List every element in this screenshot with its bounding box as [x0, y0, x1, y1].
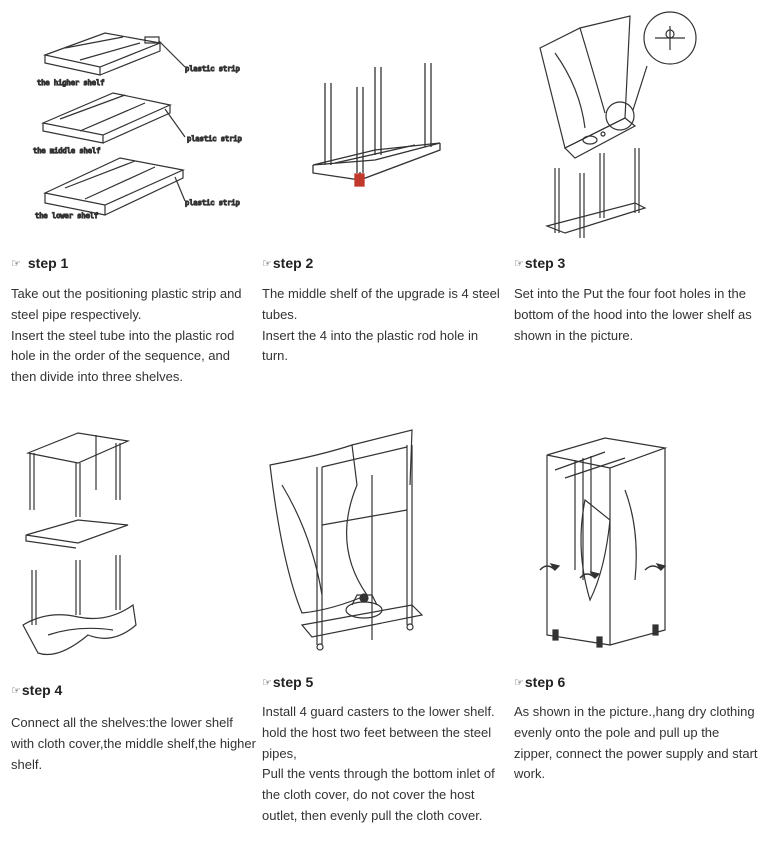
step-2-title: step 2: [272, 255, 314, 271]
step-3-title: step 3: [524, 255, 566, 271]
step-6-heading: ☞ step 6: [514, 674, 565, 690]
step-1-label-strip-2: plastic strip: [187, 135, 242, 143]
pointing-hand-icon: ☞: [11, 683, 21, 697]
step-1-line-2: Insert the steel tube into the plastic r…: [11, 327, 235, 385]
step-4-illustration: [18, 425, 148, 665]
pointing-hand-icon: ☞: [262, 675, 272, 689]
pointing-hand-icon: ☞: [514, 675, 524, 689]
step-6-line-1: As shown in the picture.,hang dry clothi…: [514, 704, 758, 782]
step-5-heading: ☞ step 5: [262, 674, 313, 690]
step-4-title: step 4: [21, 682, 63, 698]
step-1-line-1: Take out the positioning plastic strip a…: [11, 286, 242, 322]
pointing-hand-icon: ☞: [514, 256, 524, 270]
step-5-line-3: Pull the vents through the bottom inlet …: [262, 766, 495, 823]
step-5-line-1: Install 4 guard casters to the lower she…: [262, 704, 495, 719]
step-1-label-middle: the middle shelf: [33, 147, 100, 155]
step-1-illustration: plastic strip the higher shelf plastic s…: [25, 15, 250, 230]
step-3-line-1: Set into the Put the four foot holes in …: [514, 286, 752, 343]
step-2-line-1: The middle shelf of the upgrade is 4 ste…: [262, 286, 500, 322]
step-2-line-2: Insert the 4 into the plastic rod hole i…: [262, 327, 479, 364]
step-3-description: Set into the Put the four foot holes in …: [514, 284, 754, 346]
step-5-title: step 5: [272, 674, 314, 690]
step-1-label-lower: the lower shelf: [35, 212, 98, 220]
step-6-title: step 6: [524, 674, 566, 690]
step-1-heading: ☞ step 1: [11, 255, 68, 271]
step-5-line-2: hold the host two feet between the steel…: [262, 724, 492, 761]
step-2-illustration: [305, 55, 445, 195]
step-4-heading: ☞ step 4: [11, 682, 62, 698]
step-2-heading: ☞ step 2: [262, 255, 313, 271]
step-2-description: The middle shelf of the upgrade is 4 ste…: [262, 284, 502, 367]
step-1-description: Take out the positioning plastic strip a…: [11, 284, 251, 388]
step-4-description: Connect all the shelves:the lower shelf …: [11, 713, 256, 775]
step-1-title: step 1: [27, 255, 69, 271]
pointing-hand-icon: ☞: [262, 256, 272, 270]
step-6-description: As shown in the picture.,hang dry clothi…: [514, 702, 759, 785]
step-1-label-higher: the higher shelf: [37, 79, 104, 87]
step-1-label-strip-1: plastic strip: [185, 65, 240, 73]
pointing-hand-icon: ☞: [11, 256, 21, 270]
step-3-illustration: [525, 8, 715, 243]
step-6-illustration: [535, 430, 675, 655]
step-5-description: Install 4 guard casters to the lower she…: [262, 702, 507, 827]
step-3-heading: ☞ step 3: [514, 255, 565, 271]
step-1-label-strip-3: plastic strip: [185, 199, 240, 207]
step-4-line-1: Connect all the shelves:the lower shelf …: [11, 715, 256, 772]
step-5-illustration: [262, 425, 447, 655]
